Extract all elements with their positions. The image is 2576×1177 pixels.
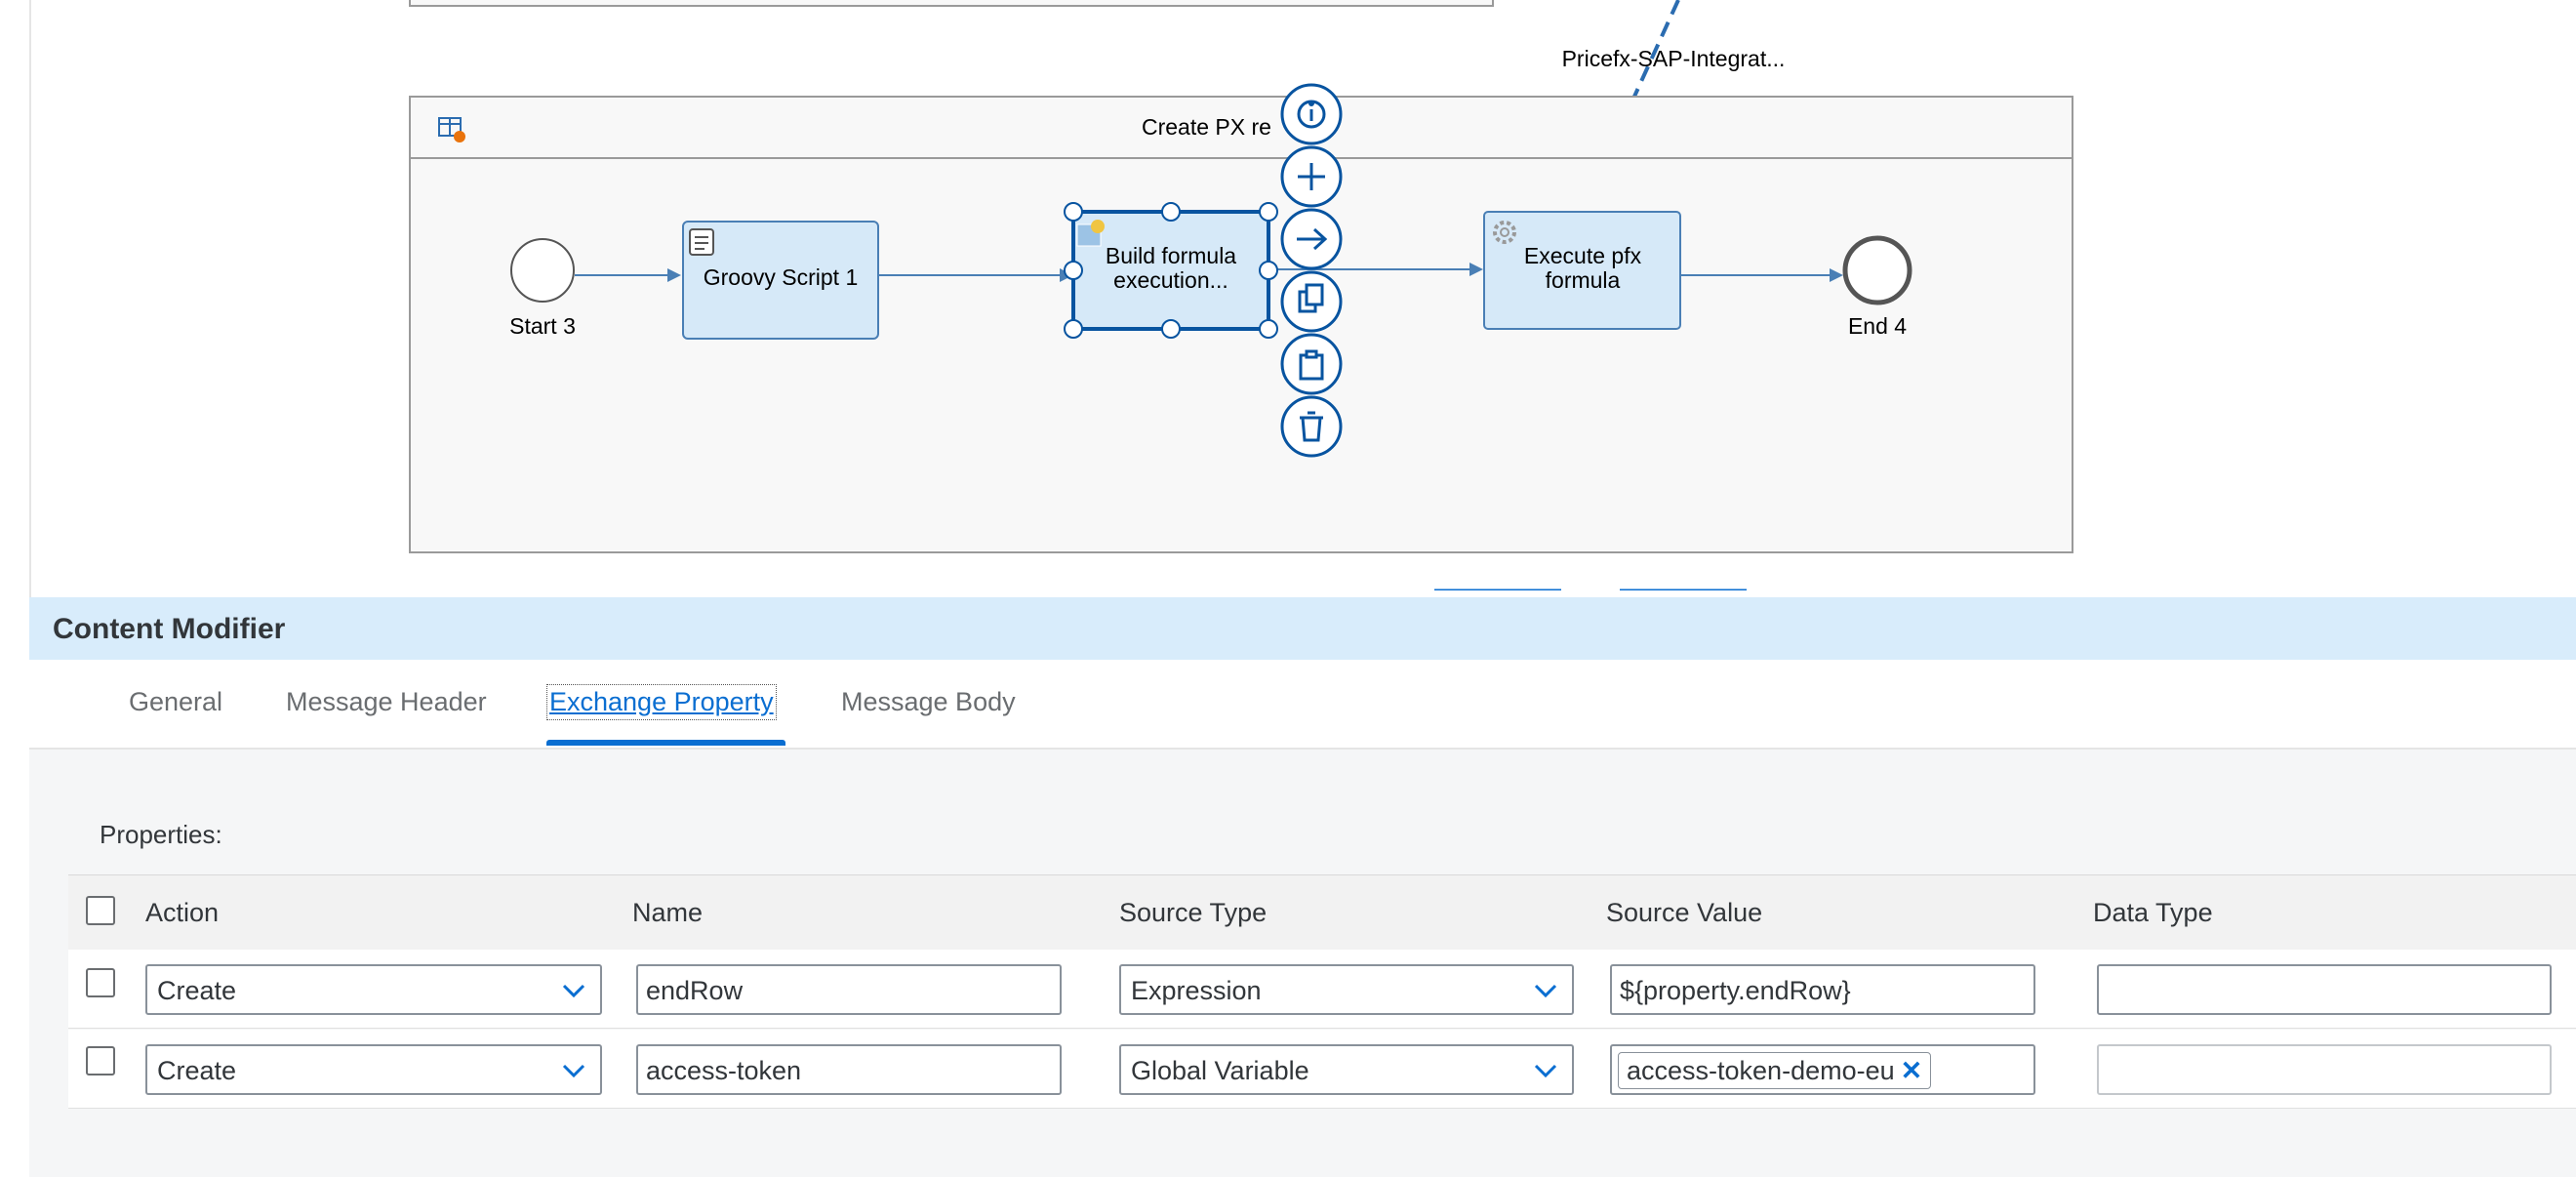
source-type-select[interactable]: Expression: [1119, 964, 1574, 1015]
chevron-down-icon: [1534, 984, 1557, 998]
name-input[interactable]: endRow: [636, 964, 1062, 1015]
column-header-name: Name: [632, 898, 704, 927]
panel-resize-handle[interactable]: ....: [1434, 574, 1747, 590]
panel-title: Content Modifier: [53, 613, 286, 645]
script-icon: [689, 228, 714, 256]
groovy-script-task[interactable]: [682, 221, 879, 340]
tab-general[interactable]: General: [129, 687, 223, 716]
groovy-script-label: Groovy Script 1: [704, 264, 859, 290]
tab-message-body[interactable]: Message Body: [841, 687, 1016, 716]
start-event-label: Start 3: [509, 313, 576, 339]
data-type-input[interactable]: [2097, 964, 2552, 1015]
select-all-checkbox[interactable]: [86, 896, 115, 925]
build-formula-label-2: execution...: [1113, 267, 1228, 293]
tab-message-header[interactable]: Message Header: [286, 687, 487, 716]
connection-label: Pricefx-SAP-Integrat...: [1562, 46, 1786, 71]
chevron-down-icon: [562, 1064, 585, 1078]
chevron-down-icon: [562, 984, 585, 998]
source-type-select[interactable]: Global Variable: [1119, 1044, 1574, 1095]
end-event[interactable]: [1842, 235, 1912, 305]
panel-header: [29, 597, 2576, 660]
start-event[interactable]: [510, 238, 575, 303]
row-checkbox[interactable]: [86, 968, 115, 997]
end-event-label: End 4: [1848, 313, 1907, 339]
delete-icon[interactable]: [1280, 395, 1343, 458]
integration-flow-canvas[interactable]: Pricefx-SAP-Integrat... Create PX re Sta…: [0, 0, 2576, 590]
gear-icon: [1493, 221, 1516, 244]
process-icon: [438, 117, 465, 142]
action-select[interactable]: Create: [145, 1044, 602, 1095]
action-select[interactable]: Create: [145, 964, 602, 1015]
properties-table-header: [68, 874, 2576, 951]
selection-handles[interactable]: [1064, 202, 1278, 339]
svg-text:....: ....: [1579, 574, 1602, 590]
chevron-down-icon: [1534, 1064, 1557, 1078]
source-value-token-input[interactable]: access-token-demo-eu✕: [1610, 1044, 2035, 1095]
column-header-source-value: Source Value: [1606, 898, 1763, 927]
token-label: access-token-demo-eu: [1627, 1056, 1895, 1085]
tab-bar: [29, 660, 2576, 750]
row-checkbox[interactable]: [86, 1046, 115, 1076]
upper-process-box[interactable]: [409, 0, 1494, 7]
build-formula-label-1: Build formula: [1106, 243, 1236, 268]
name-input[interactable]: access-token: [636, 1044, 1062, 1095]
execute-pfx-label-2: formula: [1546, 267, 1621, 293]
execute-pfx-label-1: Execute pfx: [1524, 243, 1642, 268]
source-value-token[interactable]: access-token-demo-eu✕: [1618, 1052, 1932, 1089]
remove-token-icon[interactable]: ✕: [1900, 1056, 1923, 1085]
paste-icon[interactable]: [1280, 333, 1343, 395]
column-header-source-type: Source Type: [1119, 898, 1268, 927]
column-header-data-type: Data Type: [2093, 898, 2213, 927]
data-type-input: [2097, 1044, 2552, 1095]
pool-title: Create PX re: [1142, 114, 1271, 140]
content-modifier-icon: [1076, 220, 1105, 247]
source-value-input[interactable]: ${property.endRow}: [1610, 964, 2035, 1015]
properties-label: Properties:: [100, 820, 222, 849]
tab-exchange-property[interactable]: Exchange Property: [546, 684, 777, 720]
column-header-action: Action: [145, 898, 220, 927]
left-border: [29, 0, 31, 1177]
execute-pfx-task[interactable]: [1483, 211, 1681, 330]
active-tab-indicator: [546, 740, 785, 746]
